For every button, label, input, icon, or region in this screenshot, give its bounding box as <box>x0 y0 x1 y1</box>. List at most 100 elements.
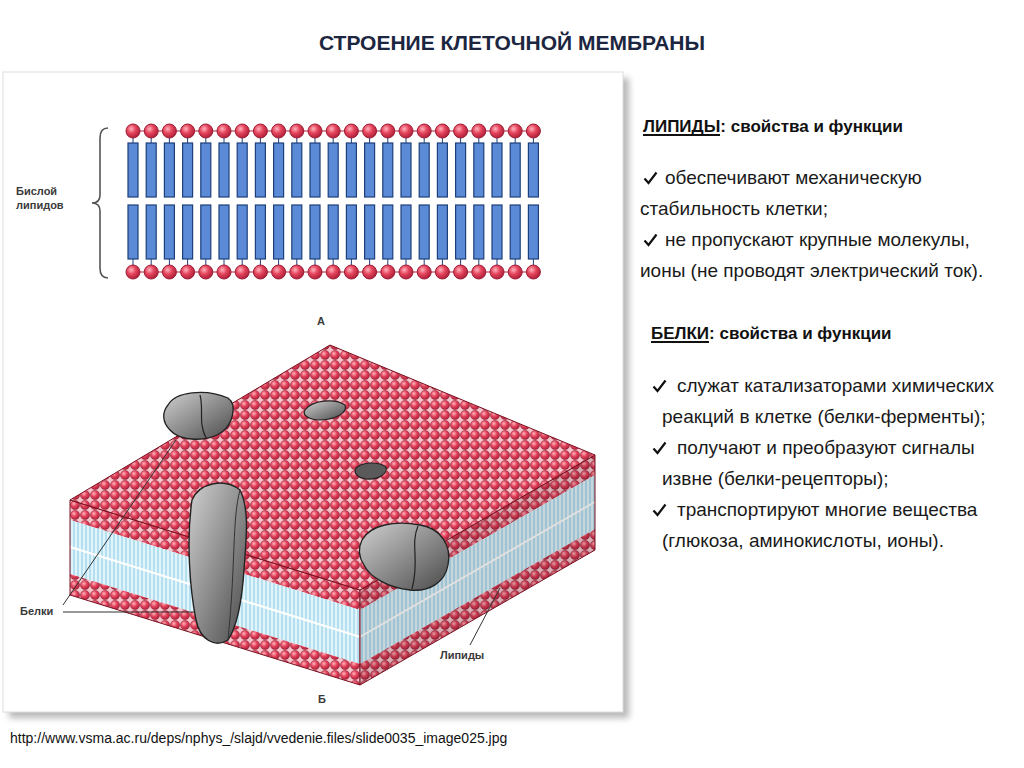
lipid-head <box>454 265 468 279</box>
lipid-stem <box>533 259 534 265</box>
lipid-head <box>363 124 377 138</box>
lipid-tail <box>237 205 247 259</box>
checkmark-stroke <box>645 235 657 246</box>
lipid-stem <box>205 259 206 265</box>
lipid-tail <box>292 143 302 197</box>
lipid-stem <box>497 138 498 143</box>
lipid-stem <box>533 138 534 143</box>
protein <box>359 523 449 590</box>
lipid-head <box>417 265 431 279</box>
lipid-stem <box>515 138 516 143</box>
lipid-head <box>272 124 286 138</box>
lipid-head <box>508 265 522 279</box>
lipid-stem <box>205 138 206 143</box>
lipid-head <box>472 124 486 138</box>
lipid-tail <box>365 143 375 197</box>
lipid-stem <box>296 138 297 143</box>
lipid-head <box>144 124 158 138</box>
lipid-stem <box>169 259 170 265</box>
lipid-tail <box>146 205 156 259</box>
lipid-tail <box>310 205 320 259</box>
lipid-tail <box>310 143 320 197</box>
lipid-head <box>381 124 395 138</box>
lipid-head <box>435 265 449 279</box>
lipid-tail <box>419 143 429 197</box>
slide-title: СТРОЕНИЕ КЛЕТОЧНОЙ МЕМБРАНЫ <box>0 31 1024 55</box>
heading-underline <box>651 341 709 343</box>
lipid-head <box>417 124 431 138</box>
lipid-stem <box>315 259 316 265</box>
lipid-tail <box>201 143 211 197</box>
checkmark <box>652 441 667 455</box>
bullet-item: транспортируют многие вещества (глюкоза,… <box>640 494 1002 556</box>
lipid-tail <box>510 143 520 197</box>
lipid-tail <box>164 205 174 259</box>
checkmark-stroke <box>645 173 657 184</box>
lipid-head <box>272 265 286 279</box>
lipid-head <box>181 265 195 279</box>
bullet-item: служат катализаторами химических реакций… <box>640 370 1002 432</box>
lipid-head <box>162 265 176 279</box>
lipid-stem <box>260 138 261 143</box>
lipid-head <box>526 124 540 138</box>
lipid-tail <box>292 205 302 259</box>
lipid-tail <box>528 205 538 259</box>
lipid-head <box>472 265 486 279</box>
lipid-stem <box>424 138 425 143</box>
lipid-tail <box>474 205 484 259</box>
lipid-head <box>508 124 522 138</box>
lipid-tail <box>419 205 429 259</box>
text-column: ЛИПИДЫ: свойства и функцииобеспечивают м… <box>640 116 1002 556</box>
lipid-tail <box>219 205 229 259</box>
protein <box>355 463 386 479</box>
checkmark <box>643 171 658 185</box>
bullet-item: обеспечивают механическую стабильность к… <box>640 162 1002 224</box>
lipid-stem <box>278 259 279 265</box>
membrane-block <box>70 345 595 685</box>
lipid-stem <box>460 259 461 265</box>
lipid-head <box>144 265 158 279</box>
bullet-item: получают и преобразуют сигналы извне (бе… <box>640 432 1002 494</box>
bullet-text: обеспечивают механическую стабильность к… <box>640 167 922 219</box>
lipid-bilayer <box>126 124 540 279</box>
figure-letter: А <box>317 314 325 328</box>
lipid-head <box>381 265 395 279</box>
bullet-text: транспортируют многие вещества (глюкоза,… <box>662 499 977 551</box>
lipid-stem <box>224 138 225 143</box>
checkmark <box>652 503 667 517</box>
lipid-stem <box>242 259 243 265</box>
part-label: Липиды <box>440 648 484 662</box>
leader-lines <box>63 440 500 645</box>
lipid-stem <box>187 259 188 265</box>
lipid-head <box>490 124 504 138</box>
heading-underline <box>643 134 720 136</box>
lipid-tail <box>401 143 411 197</box>
lipid-head <box>126 265 140 279</box>
lipid-head <box>126 124 140 138</box>
lipid-stem <box>133 138 134 143</box>
lipid-tail <box>328 205 338 259</box>
lipid-tail <box>128 205 138 259</box>
lipid-stem <box>369 259 370 265</box>
lipid-head <box>308 124 322 138</box>
lipid-tail <box>274 205 284 259</box>
lipid-head <box>290 265 304 279</box>
lipid-stem <box>187 138 188 143</box>
lipid-stem <box>351 259 352 265</box>
lipid-tail <box>528 143 538 197</box>
lipid-head <box>326 265 340 279</box>
bracket <box>92 128 108 278</box>
transmembrane-protein <box>189 483 246 643</box>
lipid-stem <box>315 138 316 143</box>
protein-crease <box>228 490 240 640</box>
image-panel <box>3 72 623 712</box>
lipid-tail <box>201 205 211 259</box>
lipid-stem <box>424 259 425 265</box>
lipid-stem <box>478 259 479 265</box>
lipid-tail <box>437 205 447 259</box>
leader-line <box>470 588 500 645</box>
part-label: Бислой липидов <box>16 184 90 212</box>
lipid-stem <box>369 138 370 143</box>
lipid-stem <box>387 259 388 265</box>
